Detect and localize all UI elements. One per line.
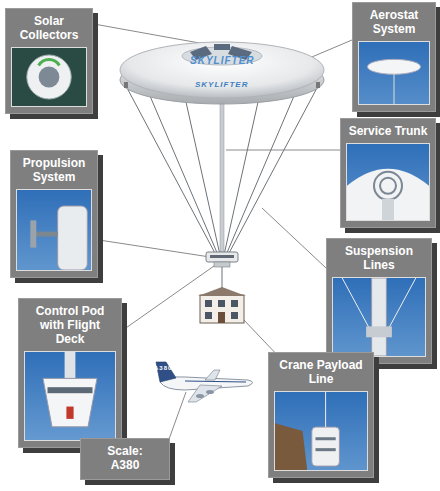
- callout-thumbnail: [24, 351, 116, 441]
- callout-label: Aerostat System: [359, 3, 429, 41]
- callout-label: Control Pod with Flight Deck: [25, 299, 115, 351]
- callout-label: Service Trunk: [349, 119, 428, 143]
- callout-panel: Service Trunk: [340, 118, 436, 228]
- suspension-lines: [126, 86, 318, 255]
- callout-panel: Aerostat System: [352, 2, 436, 112]
- callout-panel: Propulsion System: [10, 150, 98, 278]
- callout-thumbnail: [332, 277, 426, 357]
- callout-label: Scale: A380: [101, 439, 149, 477]
- callout-thumbnail: [11, 47, 87, 107]
- callout-label: Solar Collectors: [12, 9, 86, 47]
- callout-panel: Suspension Lines: [326, 238, 432, 364]
- callout-thumbnail: [346, 143, 430, 221]
- painted-text: SKYLIFTER: [195, 80, 248, 89]
- painted-text: SKYLIFTER: [190, 55, 255, 66]
- callout-thumbnail: [16, 189, 92, 271]
- service-trunk: [220, 100, 224, 252]
- aerostat-disc: [120, 42, 324, 104]
- callout-panel: Scale: A380: [80, 438, 170, 480]
- callout-label: Suspension Lines: [333, 239, 425, 277]
- painted-text: A380: [154, 365, 172, 371]
- callout-label: Crane Payload Line: [275, 353, 367, 391]
- callout-panel: Solar Collectors: [5, 8, 93, 114]
- callout-panel: Control Pod with Flight Deck: [18, 298, 122, 448]
- callout-thumbnail: [358, 41, 430, 105]
- callout-thumbnail: [274, 391, 368, 471]
- callout-panel: Crane Payload Line: [268, 352, 374, 478]
- callout-label: Propulsion System: [17, 151, 91, 189]
- payload-house: [198, 287, 246, 323]
